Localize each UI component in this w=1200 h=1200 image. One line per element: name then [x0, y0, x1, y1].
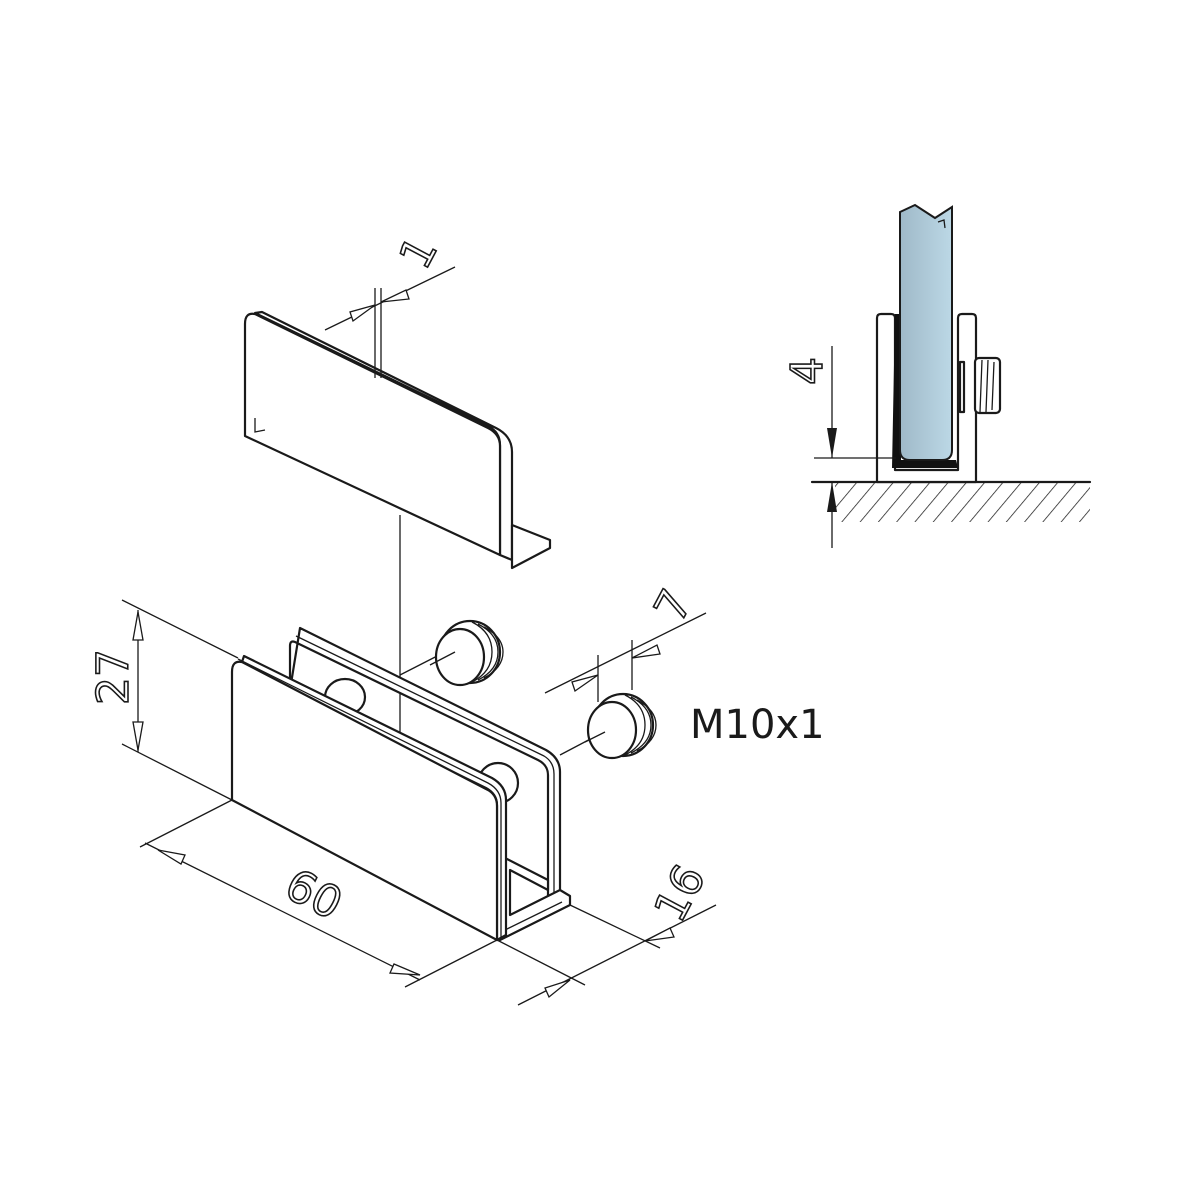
label-insert-thickness: 1	[390, 228, 448, 277]
floor-hatching	[835, 482, 1090, 522]
label-floor-gap: 4	[782, 357, 833, 385]
clamp-section	[875, 312, 978, 484]
dimension-screw-length: 7	[544, 581, 707, 702]
section-detail	[810, 203, 1092, 522]
label-screw-length: 7	[645, 581, 703, 630]
dimension-height: 27	[87, 599, 239, 801]
label-height: 27	[88, 649, 139, 705]
dimension-floor-gap: 4	[781, 346, 896, 548]
label-length: 60	[277, 859, 350, 930]
gasket	[892, 314, 958, 468]
glass-pane	[899, 203, 953, 461]
set-screw	[559, 692, 657, 760]
label-depth: 16	[645, 857, 716, 930]
insert-profile	[243, 310, 552, 570]
set-screw	[399, 619, 504, 687]
clamp-body	[230, 626, 572, 942]
label-screw-thread: M10x1	[690, 702, 825, 748]
